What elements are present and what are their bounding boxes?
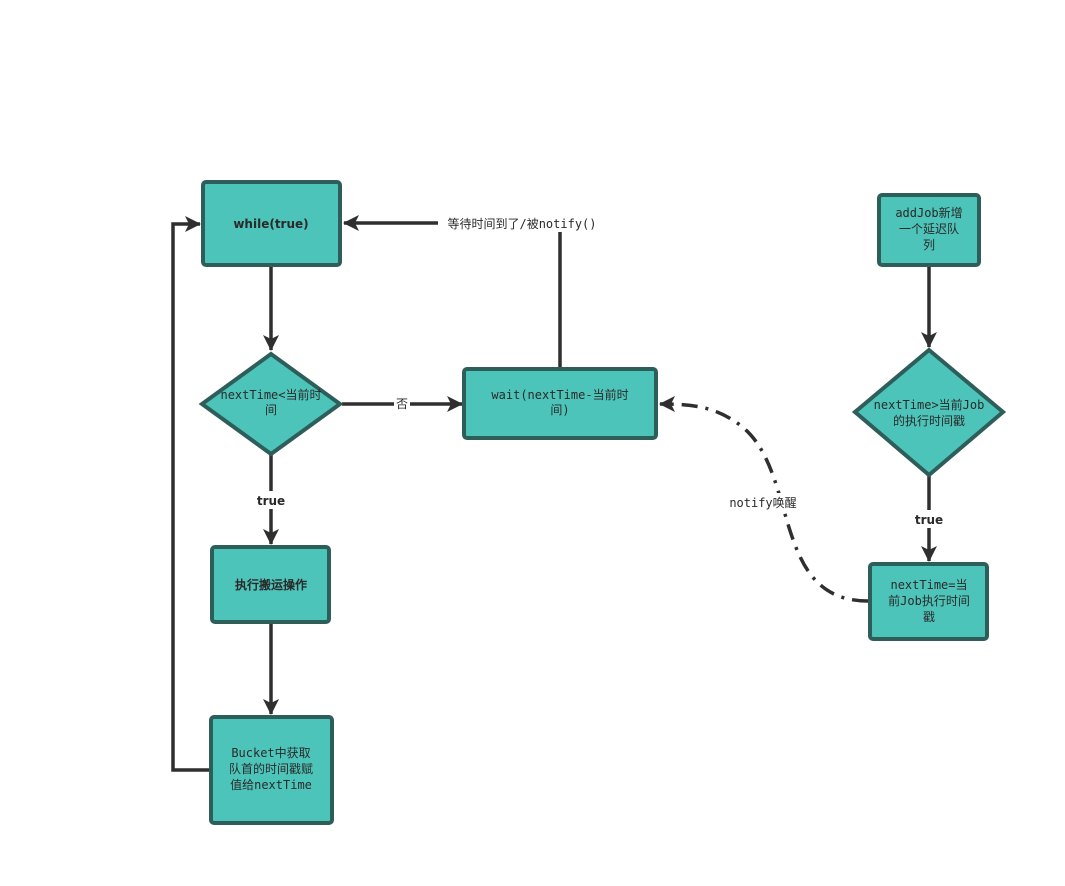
edge-label-no-text: 否 <box>396 397 408 411</box>
edge-label-true-right: true <box>914 510 944 528</box>
node-bucket-fetch-line3: 值给nextTime <box>230 777 312 792</box>
node-add-job: addJob新增 一个延迟队 列 <box>877 193 981 267</box>
edge-wait-to-while <box>343 215 562 368</box>
node-execute-transfer-label: 执行搬运操作 <box>235 577 307 592</box>
edge-label-notify-text: notify唤醒 <box>729 496 796 510</box>
node-check-job-time: nextTime>当前Job 的执行时间戳 <box>851 347 1007 478</box>
node-execute-transfer: 执行搬运操作 <box>210 545 331 624</box>
node-while-true-label: while(true) <box>233 217 308 231</box>
node-add-job-line2: 一个延迟队 <box>899 221 959 236</box>
node-set-next-time-line3: 戳 <box>923 610 935 624</box>
node-check-next-time: nextTime<当前时 间 <box>198 351 344 457</box>
edge-label-wait-loop: 等待时间到了/被notify() <box>438 214 606 232</box>
node-set-next-time: nextTime=当 前Job执行时间 戳 <box>868 562 989 641</box>
edge-label-true-left-text: true <box>257 494 285 508</box>
edge-bucket-to-while <box>171 216 212 772</box>
edge-set-to-wait <box>659 396 869 603</box>
edge-label-true-right-text: true <box>915 513 943 527</box>
node-bucket-fetch: Bucket中获取 队首的时间戳赋 值给nextTime <box>209 715 334 825</box>
node-add-job-line1: addJob新增 <box>895 205 962 220</box>
node-wait-line2: 间) <box>550 403 569 417</box>
node-check-next-time-line2: 间 <box>265 403 277 417</box>
node-add-job-line3: 列 <box>923 238 935 252</box>
node-bucket-fetch-line2: 队首的时间戳赋 <box>229 761 313 776</box>
node-bucket-fetch-line1: Bucket中获取 <box>231 745 310 760</box>
node-check-job-time-line1: nextTime>当前Job <box>874 397 985 412</box>
edge-label-no: 否 <box>394 395 410 412</box>
node-set-next-time-line1: nextTime=当 <box>890 578 967 592</box>
node-set-next-time-line2: 前Job执行时间 <box>888 593 970 608</box>
edge-label-notify: notify唤醒 <box>724 493 802 511</box>
node-check-job-time-line2: 的执行时间戳 <box>893 413 965 428</box>
node-while-true: while(true) <box>201 180 342 267</box>
node-wait-line1: wait(nextTime-当前时 <box>491 387 628 402</box>
node-wait: wait(nextTime-当前时 间) <box>462 367 658 440</box>
edge-label-true-left: true <box>256 491 286 509</box>
node-check-next-time-line1: nextTime<当前时 <box>220 387 321 402</box>
edge-label-wait-loop-text: 等待时间到了/被notify() <box>447 217 596 231</box>
